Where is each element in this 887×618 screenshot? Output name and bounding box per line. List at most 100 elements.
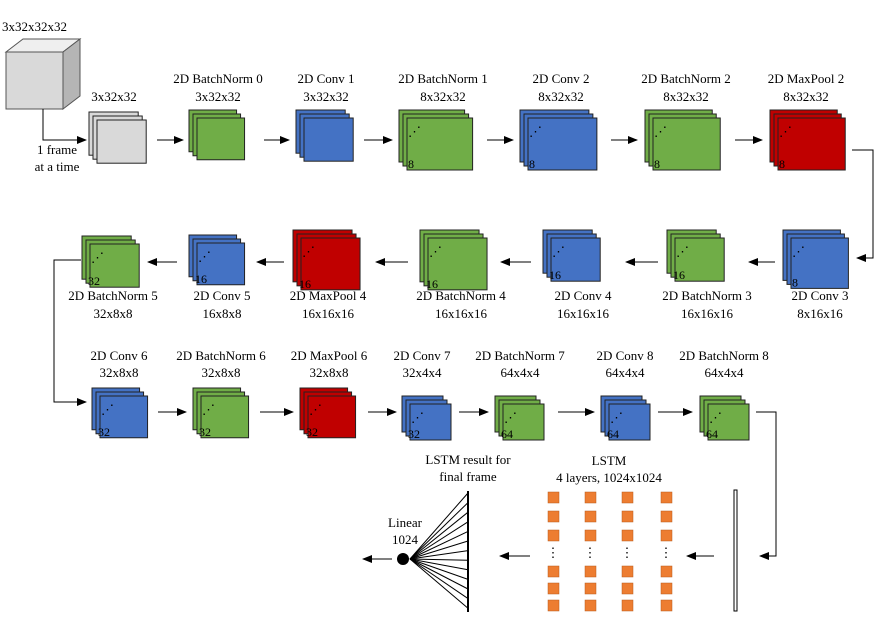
svg-text:⋰: ⋰ [101,402,114,417]
svg-text:⋰: ⋰ [552,244,565,259]
layer-shape-batchnorm-1: 8x32x32 [420,89,466,104]
layer-conv-1: 2D Conv 1 3x32x32 [295,71,355,162]
layer-shape-batchnorm-7: 64x4x4 [501,365,541,380]
layer-conv-8: ⋰ 64 2D Conv 8 64x4x4 [596,348,653,441]
layer-name-conv-6: 2D Conv 6 [90,348,148,363]
layer-name-batchnorm-0: 2D BatchNorm 0 [173,71,263,86]
lstm-cell [547,529,560,542]
lstm-ellipsis: ⋮ [621,545,634,560]
lstm-cell [547,491,560,504]
layer-count-batchnorm-7: 64 [501,427,513,441]
layer-count-conv-6: 32 [98,425,110,439]
layer-count-batchnorm-3: 16 [673,268,685,282]
linear-name: Linear [388,515,423,530]
layer-shape-conv-6: 32x8x8 [100,365,139,380]
layer-count-batchnorm-2: 8 [654,157,660,171]
layer-shape-maxpool-6: 32x8x8 [310,365,349,380]
layer-count-maxpool-2: 8 [779,157,785,171]
layer-count-conv-8: 64 [607,427,619,441]
arrow-row1-to-row2 [852,149,874,262]
lstm-cell [621,491,634,504]
frame-label-line1: 1 frame [37,142,77,157]
lstm-cell [660,599,673,612]
layer-frame: 3x32x32 [88,89,147,164]
layer-count-conv-3: 8 [792,275,798,289]
linear-size: 1024 [392,532,419,547]
layer-count-batchnorm-4: 16 [426,277,438,291]
arrow-to-lstm [756,411,777,560]
layer-name-conv-7: 2D Conv 7 [393,348,451,363]
svg-text:⋰: ⋰ [302,244,315,259]
layer-count-maxpool-4: 16 [299,277,311,291]
linear-node [397,553,409,565]
layer-name-conv-5: 2D Conv 5 [193,288,250,303]
layer-name-batchnorm-3: 2D BatchNorm 3 [662,288,752,303]
layer-shape-conv-2: 8x32x32 [538,89,584,104]
layer-shape-maxpool-4: 16x16x16 [302,306,355,321]
layer-name-conv-1: 2D Conv 1 [297,71,354,86]
layer-count-maxpool-6: 32 [306,425,318,439]
lstm-cell [584,510,597,523]
layer-shape-batchnorm-2: 8x32x32 [663,89,709,104]
layer-shape-batchnorm-3: 16x16x16 [681,306,734,321]
layer-shape-conv-8: 64x4x4 [606,365,646,380]
connector-arrows [53,136,874,563]
lstm-cell [660,491,673,504]
lstm-cell [584,599,597,612]
lstm-cell-grid: ⋮⋮⋮⋮ [547,491,673,612]
layer-shape-conv-4: 16x16x16 [557,306,610,321]
layer-shape-frame: 3x32x32 [91,89,137,104]
layer-count-conv-5: 16 [195,272,207,286]
lstm-ellipsis: ⋮ [660,545,673,560]
layer-shape-conv-1: 3x32x32 [303,89,349,104]
lstm-cell [621,599,634,612]
layer-shape-batchnorm-6: 32x8x8 [202,365,241,380]
layer-name-maxpool-2: 2D MaxPool 2 [768,71,845,86]
lstm-cell [547,565,560,578]
layer-name-conv-8: 2D Conv 8 [596,348,653,363]
layer-batchnorm-2: ⋰ 8 2D BatchNorm 2 8x32x32 [641,71,731,171]
layer-name-batchnorm-2: 2D BatchNorm 2 [641,71,731,86]
layer-name-maxpool-4: 2D MaxPool 4 [290,288,367,303]
svg-text:⋰: ⋰ [654,124,667,139]
lstm-cell [584,491,597,504]
layer-count-conv-2: 8 [529,157,535,171]
lstm-cell [660,510,673,523]
lstm-cell [621,510,634,523]
arrow-row2-to-row3 [53,259,87,406]
layer-name-maxpool-6: 2D MaxPool 6 [291,348,368,363]
lstm-cell [621,529,634,542]
svg-text:⋰: ⋰ [202,402,215,417]
input-shape-label: 3x32x32x32 [2,19,67,34]
layer-count-batchnorm-5: 32 [88,274,100,288]
layer-shape-batchnorm-8: 64x4x4 [705,365,745,380]
svg-text:⋰: ⋰ [309,402,322,417]
layer-shape-maxpool-2: 8x32x32 [783,89,829,104]
layer-shape-conv-3: 8x16x16 [797,306,843,321]
lstm-cell [584,582,597,595]
svg-text:⋰: ⋰ [610,410,623,425]
layer-count-batchnorm-6: 32 [199,425,211,439]
layer-name-batchnorm-1: 2D BatchNorm 1 [398,71,488,86]
lstm-cell [547,510,560,523]
layer-shape-conv-7: 32x4x4 [403,365,443,380]
layer-name-batchnorm-8: 2D BatchNorm 8 [679,348,769,363]
lstm-cell [660,582,673,595]
lstm-result-fan [409,491,469,612]
frame-label-line2: at a time [35,159,80,174]
svg-text:⋰: ⋰ [198,249,211,264]
svg-text:⋰: ⋰ [429,244,442,259]
